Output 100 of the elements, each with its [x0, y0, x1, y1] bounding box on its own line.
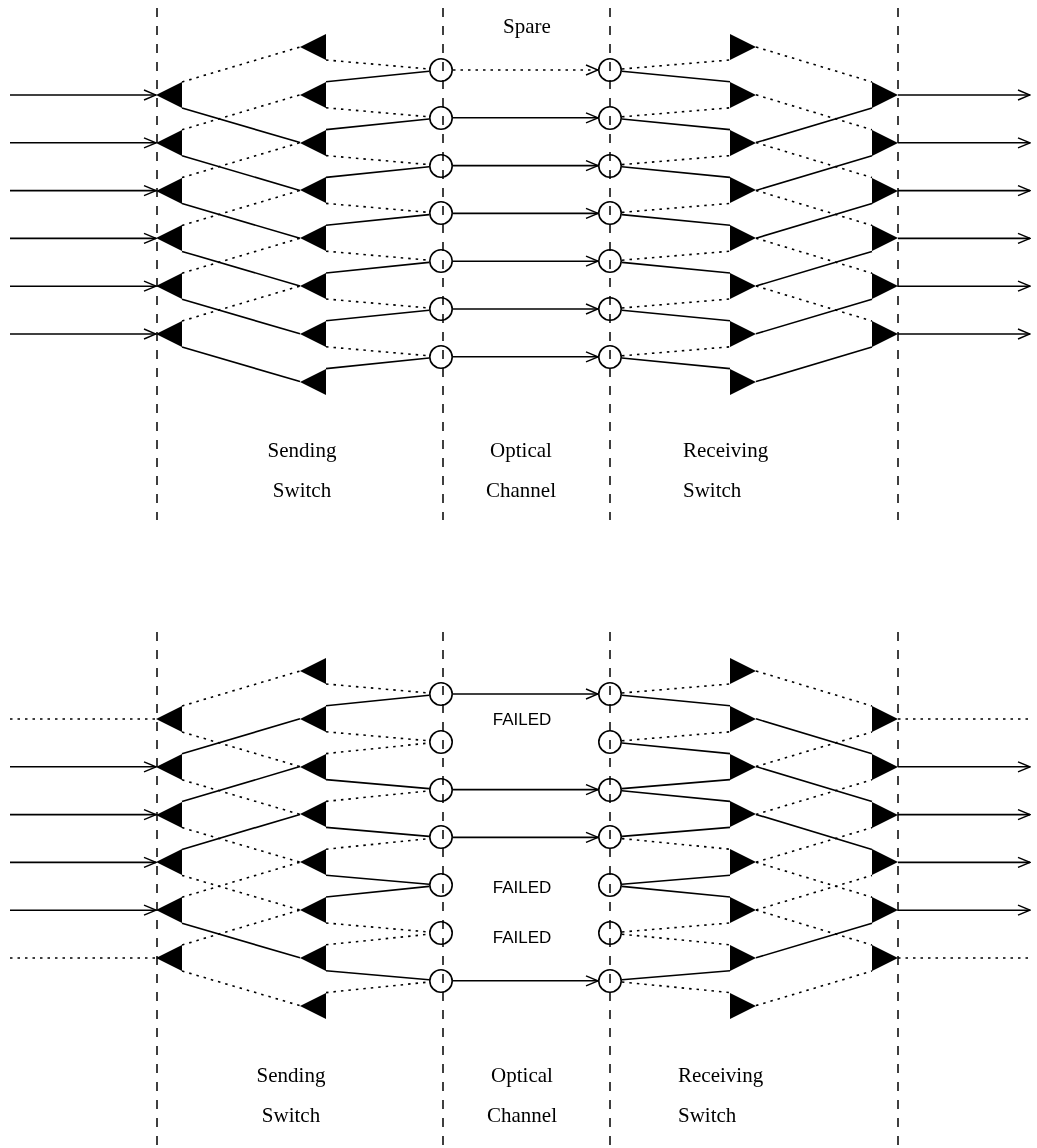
switch-triangle	[300, 368, 326, 395]
connector-line	[325, 261, 430, 274]
switch-triangle	[300, 753, 326, 780]
switch-triangle	[872, 706, 898, 732]
connector-line	[897, 718, 1031, 720]
connector-line	[181, 909, 301, 946]
connector-line	[181, 94, 301, 131]
channel-circle	[598, 729, 622, 754]
channel-circle	[429, 921, 453, 945]
channel-circle	[598, 344, 622, 369]
connector-line	[621, 213, 731, 226]
arrow	[9, 89, 157, 101]
connector-line	[181, 813, 301, 851]
connector-line	[621, 346, 731, 357]
switch-triangle	[730, 273, 756, 299]
channel-circle	[598, 968, 622, 993]
switch-triangle	[730, 801, 756, 828]
connector-line	[755, 922, 873, 959]
connector-line	[755, 826, 873, 863]
switch-triangle	[300, 705, 326, 732]
channel-circle	[429, 105, 453, 130]
connector-line	[181, 826, 301, 863]
connector-line	[325, 970, 430, 981]
connector-line	[621, 742, 731, 755]
arrow	[452, 64, 599, 76]
switch-triangle	[156, 801, 182, 828]
column-label: Optical Channel	[485, 437, 557, 504]
arrow	[897, 761, 1031, 773]
connector-line	[325, 166, 430, 179]
arrow	[9, 184, 157, 197]
switch-triangle	[300, 658, 326, 684]
connector-line	[325, 357, 430, 370]
channel-circle	[598, 682, 622, 706]
arrow	[897, 232, 1031, 245]
connector-line	[181, 346, 301, 383]
connector-line	[325, 213, 430, 226]
switch-triangle	[300, 273, 326, 299]
switch-triangle	[872, 177, 898, 204]
connector-line	[755, 346, 873, 383]
switch-triangle	[300, 944, 326, 971]
switch-triangle	[730, 944, 756, 971]
channel-circle	[429, 249, 453, 274]
connector-line	[755, 189, 873, 227]
switch-triangle	[730, 225, 756, 252]
connector-line	[621, 933, 731, 946]
connector-line	[621, 107, 731, 118]
switch-triangle	[300, 849, 326, 876]
connector-line	[755, 298, 873, 335]
channel-circle	[598, 105, 622, 130]
connector-line	[181, 298, 301, 335]
connector-line	[621, 250, 731, 261]
connector-line	[181, 155, 301, 192]
connector-line	[181, 718, 301, 755]
channel-circle	[429, 968, 453, 993]
switch-triangle	[300, 177, 326, 204]
switch-triangle	[872, 273, 898, 300]
switch-triangle	[156, 945, 182, 971]
connector-line	[621, 970, 731, 981]
switch-triangle	[730, 368, 756, 395]
connector-line	[181, 141, 301, 179]
connector-line	[621, 357, 731, 370]
switch-triangle	[156, 177, 182, 204]
arrow	[9, 808, 157, 821]
connector-line	[325, 874, 430, 885]
arrow	[452, 351, 599, 363]
connector-line	[325, 778, 430, 790]
spare-label: Spare	[503, 13, 551, 40]
connector-line	[621, 922, 731, 933]
connector-line	[181, 107, 301, 144]
connector-line	[181, 250, 301, 287]
connector-line	[621, 118, 731, 131]
connector-line	[181, 237, 301, 274]
connector-line	[621, 154, 731, 166]
connector-line	[621, 59, 731, 70]
switch-triangle	[300, 801, 326, 828]
connector-line	[621, 683, 731, 694]
switch-triangle	[730, 177, 756, 204]
connector-line	[181, 765, 301, 803]
connector-line	[325, 118, 430, 131]
switch-triangle	[872, 849, 898, 876]
switch-triangle	[156, 321, 182, 347]
switch-triangle	[872, 945, 898, 971]
connector-line	[325, 309, 430, 322]
arrow	[897, 808, 1031, 821]
connector-line	[325, 885, 430, 898]
switch-triangle	[156, 849, 182, 876]
arrow	[9, 232, 157, 245]
connector-line	[621, 826, 731, 838]
arrow	[897, 89, 1031, 101]
arrow	[897, 904, 1031, 916]
connector-line	[325, 694, 430, 707]
arrow	[452, 207, 599, 220]
switch-triangle	[156, 706, 182, 732]
connector-line	[755, 285, 873, 322]
connector-line	[755, 670, 873, 707]
switch-triangle	[300, 225, 326, 252]
arrow	[9, 904, 157, 916]
connector-line	[897, 957, 1031, 959]
arrow	[452, 255, 599, 267]
column-label: Sending Switch	[255, 1062, 327, 1129]
